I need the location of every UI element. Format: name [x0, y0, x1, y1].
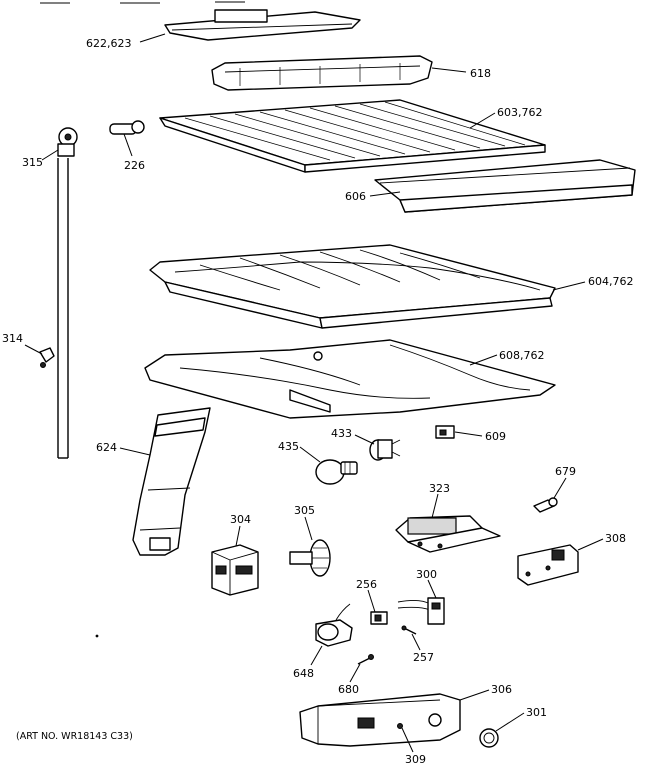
callout-608-762: 608,762	[499, 349, 545, 362]
callout-257: 257	[413, 651, 434, 664]
part-rail-618	[211, 55, 433, 91]
callout-314: 314	[2, 332, 23, 345]
part-pin-226	[109, 120, 145, 135]
part-overload-648	[315, 603, 353, 647]
leader-lines	[24, 33, 604, 753]
part-screw-679	[533, 497, 558, 513]
part-cover-604	[149, 244, 556, 329]
callout-609: 609	[485, 430, 506, 443]
callout-622-623: 622,623	[86, 37, 132, 50]
part-wire-300	[397, 597, 445, 625]
part-clip-314	[39, 347, 55, 368]
part-housing-306	[299, 693, 461, 747]
part-knob-305	[289, 539, 331, 577]
top-edge-fragment	[40, 1, 245, 4]
part-screw-257	[401, 625, 417, 635]
part-relay-304	[211, 544, 259, 596]
callout-309: 309	[405, 753, 426, 766]
stray-dot	[95, 634, 99, 638]
callout-306: 306	[491, 683, 512, 696]
callout-315: 315	[22, 156, 43, 169]
part-screw-680	[357, 654, 374, 665]
part-shelf-603	[159, 99, 546, 173]
callout-680: 680	[338, 683, 359, 696]
part-pan-608	[144, 339, 556, 419]
part-socket-433	[369, 439, 401, 461]
callout-624: 624	[96, 441, 117, 454]
part-panel-308	[517, 544, 579, 586]
callout-606: 606	[345, 190, 366, 203]
part-board-323	[395, 515, 501, 553]
callout-603-762: 603,762	[497, 106, 543, 119]
callout-301: 301	[526, 706, 547, 719]
part-trim-606	[374, 159, 636, 213]
callout-618: 618	[470, 67, 491, 80]
callout-256: 256	[356, 578, 377, 591]
callout-305: 305	[294, 504, 315, 517]
callout-435: 435	[278, 440, 299, 453]
part-clip-609	[435, 425, 455, 439]
callout-308: 308	[605, 532, 626, 545]
callout-648: 648	[293, 667, 314, 680]
part-knob-301	[479, 728, 499, 748]
callout-323: 323	[429, 482, 450, 495]
part-switch-256	[370, 611, 388, 625]
callout-226: 226	[124, 159, 145, 172]
part-rod-315	[57, 127, 78, 459]
callout-300: 300	[416, 568, 437, 581]
part-bulb-435	[315, 459, 358, 485]
callout-679: 679	[555, 465, 576, 478]
callout-604-762: 604,762	[588, 275, 634, 288]
part-bracket-624	[132, 407, 211, 556]
callout-433: 433	[331, 427, 352, 440]
callout-304: 304	[230, 513, 251, 526]
part-cover-622	[164, 9, 361, 41]
art-number: (ART NO. WR18143 C33)	[16, 731, 133, 742]
